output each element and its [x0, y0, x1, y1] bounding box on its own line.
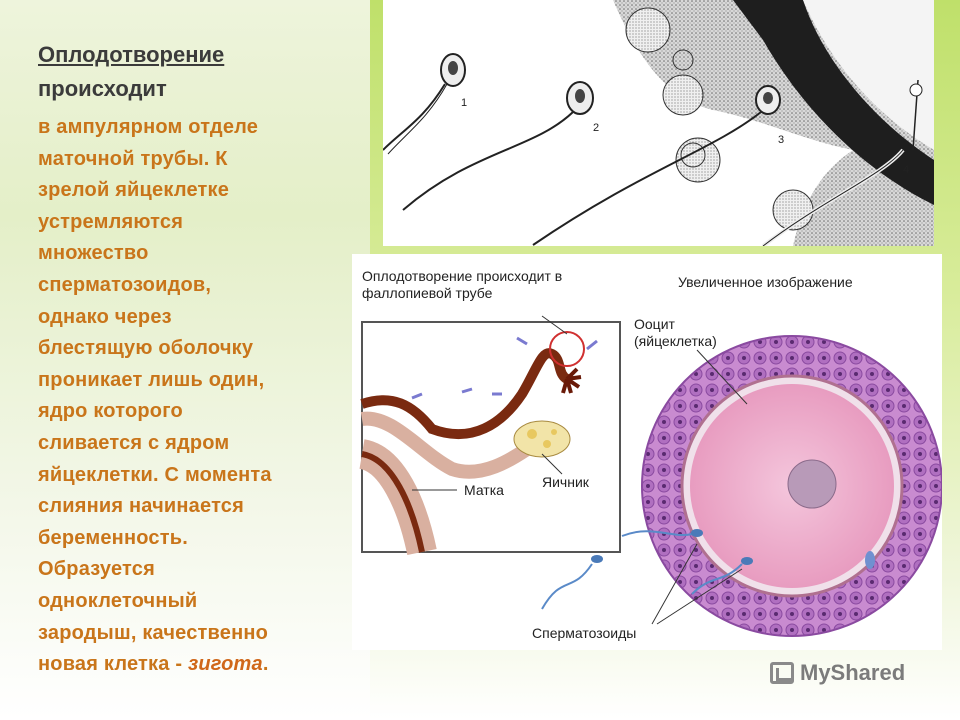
body-line: в ампулярном отделе: [38, 112, 358, 144]
title-line-2: происходит: [38, 72, 338, 106]
body-line: блестящую оболочку: [38, 333, 358, 365]
sperm-label-4: 4: [903, 162, 909, 179]
body-line: сперматозоидов,: [38, 270, 358, 302]
sperm-label-1: 1: [461, 95, 467, 112]
body-line: проникает лишь один,: [38, 365, 358, 397]
diagram-heading-left-1: Оплодотворение происходит в: [362, 268, 562, 285]
body-line: одноклеточный: [38, 586, 358, 618]
oocyte-label-1: Ооцит: [634, 316, 675, 333]
zygote-term: зигота: [188, 653, 263, 675]
last-line-suffix: .: [263, 653, 269, 675]
slide-title: Оплодотворение происходит: [38, 38, 338, 106]
body-line: сливается с ядром: [38, 428, 358, 460]
sperm-penetration-drawing: [383, 0, 934, 246]
sperm-penetration-illustration: 1 2 3 4: [383, 0, 934, 246]
body-line: зародыш, качественно: [38, 618, 358, 650]
body-line: устремляются: [38, 207, 358, 239]
myshared-watermark: MyShared: [770, 660, 905, 686]
body-line: маточной трубы. К: [38, 144, 358, 176]
body-line: Образуется: [38, 554, 358, 586]
body-line: множество: [38, 238, 358, 270]
fertilization-diagram: Оплодотворение происходит в фаллопиевой …: [352, 254, 942, 650]
diagram-heading-left-2: фаллопиевой трубе: [362, 285, 492, 302]
body-line: ядро которого: [38, 396, 358, 428]
sperm-cells-label: Сперматозоиды: [532, 625, 636, 642]
body-line: однако через: [38, 302, 358, 334]
watermark-text: MyShared: [800, 660, 905, 686]
body-line: беременность.: [38, 523, 358, 555]
diagram-heading-right: Увеличенное изображение: [678, 274, 853, 291]
uterus-label: Матка: [464, 482, 504, 499]
fertilization-drawing: [352, 254, 942, 650]
ovary-label: Яичник: [542, 474, 589, 491]
sperm-label-3: 3: [778, 132, 784, 149]
myshared-logo-icon: [770, 662, 794, 684]
title-line-1: Оплодотворение: [38, 38, 338, 72]
oocyte-label-2: (яйцеклетка): [634, 333, 717, 350]
last-line-prefix: новая клетка -: [38, 653, 188, 675]
body-line: яйцеклетки. С момента: [38, 460, 358, 492]
slide-body-text: в ампулярном отделе маточной трубы. К зр…: [38, 112, 358, 681]
body-line: слияния начинается: [38, 491, 358, 523]
sperm-label-2: 2: [593, 120, 599, 137]
body-line-last: новая клетка - зигота.: [38, 649, 358, 681]
body-line: зрелой яйцеклетке: [38, 175, 358, 207]
